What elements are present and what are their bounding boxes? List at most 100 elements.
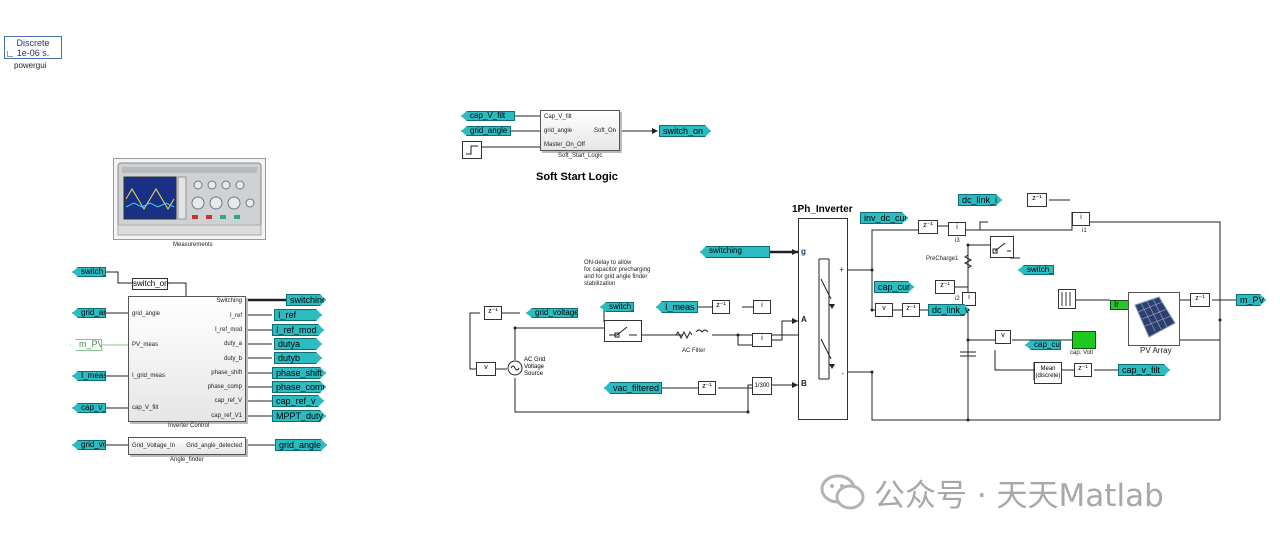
switch-on-display-block[interactable]: switch_on	[132, 278, 169, 290]
goto-vac-filtered[interactable]: vac_filtered	[604, 382, 662, 394]
powergui-sample-time: 1e-06 s.	[16, 48, 50, 58]
goto-phase-comp[interactable]: phase_comp	[272, 381, 326, 393]
watermark-text: 公众号 · 天天Matlab	[874, 477, 1164, 514]
voltage-measurement-block[interactable]: v	[476, 362, 496, 376]
goto-mppt-duty[interactable]: MPPT_duty	[272, 410, 326, 422]
vac-delay-block[interactable]: z⁻¹	[698, 381, 716, 395]
goto-cap-cur-a[interactable]: cap_cur	[874, 281, 914, 293]
from-i-meas-grid[interactable]: I_meas	[656, 301, 698, 313]
from-grid-voltage-left[interactable]: grid_voltage	[72, 440, 106, 450]
ic-out-phase-comp: phase_comp	[207, 384, 242, 390]
pv-array-caption: PV Array	[1140, 346, 1172, 355]
soft-start-title: Soft Start Logic	[536, 171, 618, 183]
angle-finder-subsystem[interactable]: Grid_Voltage_In Grid_angle_detected	[128, 437, 246, 455]
cap-voltage-meas-block[interactable]: v	[995, 330, 1011, 344]
gain-block[interactable]: 1/300	[752, 377, 772, 395]
from-grid-angle-soft[interactable]: grid_angle	[461, 126, 511, 136]
measurements-scope-block[interactable]	[113, 158, 266, 240]
pv-array-block[interactable]	[1128, 292, 1180, 346]
ac-source-icon	[507, 360, 523, 376]
single-phase-inverter-block[interactable]: g A B + -	[798, 218, 848, 420]
cap-volt-caption: cap. Volt	[1070, 350, 1094, 356]
step-icon	[466, 145, 478, 155]
goto-dutyb[interactable]: dutyb	[274, 352, 322, 364]
ic-out-cap-ref-v1: cap_ref_V1	[211, 413, 242, 419]
irradiance-signal-block[interactable]	[1058, 289, 1076, 309]
ss-out-soft-on: Soft_On	[593, 128, 616, 134]
ss-in-cap-v: Cap_V_filt	[544, 114, 572, 120]
cap-cur-delay-block[interactable]: z⁻¹	[935, 280, 955, 294]
from-switch-on-precharge[interactable]: switch_on	[1018, 265, 1054, 275]
precharge-breaker-block[interactable]	[990, 236, 1014, 258]
goto-i-ref[interactable]: I_ref	[274, 309, 322, 321]
inverter-port-plus: +	[839, 265, 844, 274]
powergui-block[interactable]: Discrete 1e-06 s.	[4, 36, 62, 59]
from-i-meas-left[interactable]: I_meas	[72, 371, 106, 381]
grid-voltage-delay-block[interactable]: z⁻¹	[484, 306, 502, 320]
ss-in-grid-angle: grid_angle	[544, 128, 573, 134]
af-input-label: Grid_Voltage_In	[132, 443, 176, 449]
dc-voltage-meas-block[interactable]: v	[875, 303, 893, 317]
goto-cap-ref-v[interactable]: cap_ref_v	[272, 395, 324, 407]
pv-delay-block[interactable]: z⁻¹	[1190, 293, 1210, 307]
goto-switch-on[interactable]: switch_on	[659, 125, 711, 137]
goto-grid-angle[interactable]: grid_angle	[275, 439, 327, 451]
current-sensor-block[interactable]: i	[752, 333, 772, 347]
goto-phase-shift[interactable]: phase_shift	[272, 367, 326, 379]
from-cap-v-filt-left[interactable]: cap_v_filt	[72, 403, 106, 413]
ic-out-i-ref-mod: I_ref_mod	[214, 327, 242, 333]
inverter-port-b: B	[801, 379, 807, 388]
inverter-title: 1Ph_Inverter	[792, 204, 853, 215]
from-grid-angle-left[interactable]: grid_angle	[72, 308, 106, 318]
from-switching[interactable]: switching	[700, 246, 770, 258]
breaker-icon	[609, 326, 637, 338]
goto-dutya[interactable]: dutya	[274, 338, 322, 350]
inv-dc-delay-block[interactable]: z⁻¹	[918, 220, 938, 234]
goto-from-switch-on-left[interactable]: switch_on	[72, 267, 106, 277]
inverter-control-subsystem[interactable]: grid_angle PV_meas I_grid_meas cap_V_fil…	[128, 296, 246, 422]
inverter-port-minus: -	[841, 369, 844, 378]
goto-dc-link-i[interactable]: dc_link_i	[958, 194, 1002, 206]
i2-sensor-block[interactable]: i	[962, 292, 976, 306]
powergui-mode: Discrete	[16, 38, 50, 48]
grid-breaker-block[interactable]	[604, 320, 642, 342]
af-output-label: Grid_angle_detected	[186, 443, 242, 449]
ic-in-i-grid-meas: I_grid_meas	[132, 373, 166, 379]
i1-label: i1	[1082, 228, 1087, 234]
from-m-pv-left[interactable]: m_PV	[70, 339, 102, 351]
cap-volt-scope-block[interactable]	[1072, 331, 1096, 349]
goto-m-pv[interactable]: m_PV	[1236, 294, 1266, 306]
mean-discrete-block[interactable]: Mean (discrete)	[1034, 362, 1062, 384]
ic-in-grid-angle: grid_angle	[132, 311, 161, 317]
i2-label: i2	[955, 296, 960, 302]
goto-switching[interactable]: switching	[286, 294, 326, 306]
i3-sensor-block[interactable]: i	[948, 222, 966, 236]
cap-v-delay-block[interactable]: z⁻¹	[1074, 363, 1092, 377]
goto-inv-dc-cur[interactable]: inv_dc_cur	[860, 212, 908, 224]
i3-label: i3	[955, 238, 960, 244]
current-measurement-block[interactable]: i	[753, 300, 771, 314]
measurements-caption: Measurements	[173, 242, 213, 248]
from-cap-cur-b[interactable]: cap_cur	[1025, 340, 1061, 350]
soft-start-logic-subsystem[interactable]: Cap_V_filt grid_angle Master_On_Off Soft…	[540, 110, 620, 151]
ac-source-caption: AC Grid Voltage Source	[524, 357, 546, 377]
switch-on-display-label: switch_on	[133, 279, 169, 288]
goto-i-ref-mod[interactable]: I_ref_mod	[272, 324, 324, 336]
goto-grid-voltage[interactable]: grid_voltage	[526, 308, 578, 318]
goto-dc-link-v[interactable]: dc_link_v	[928, 304, 970, 316]
goto-cap-v-filt[interactable]: cap_v_filt	[1118, 364, 1170, 376]
current-delay-block[interactable]: z⁻¹	[712, 300, 730, 314]
from-cap-v-filt-soft[interactable]: cap_V_filt	[461, 111, 515, 121]
step-source-block[interactable]	[462, 141, 482, 159]
ac-grid-source[interactable]	[507, 360, 523, 376]
on-delay-annotation: ON-delay to allow for capacitor precharg…	[584, 260, 651, 287]
i1-sensor-block[interactable]: i	[1072, 212, 1090, 226]
dc-link-i-delay-block[interactable]: z⁻¹	[1027, 193, 1047, 207]
ic-out-duty-b: duty_b	[223, 356, 242, 362]
from-switch-on-breaker[interactable]: switch_on	[600, 302, 634, 312]
ic-out-phase-shift: phase_shift	[211, 370, 242, 376]
inverter-port-g: g	[801, 247, 806, 256]
dc-link-v-delay-block[interactable]: z⁻¹	[902, 303, 920, 317]
